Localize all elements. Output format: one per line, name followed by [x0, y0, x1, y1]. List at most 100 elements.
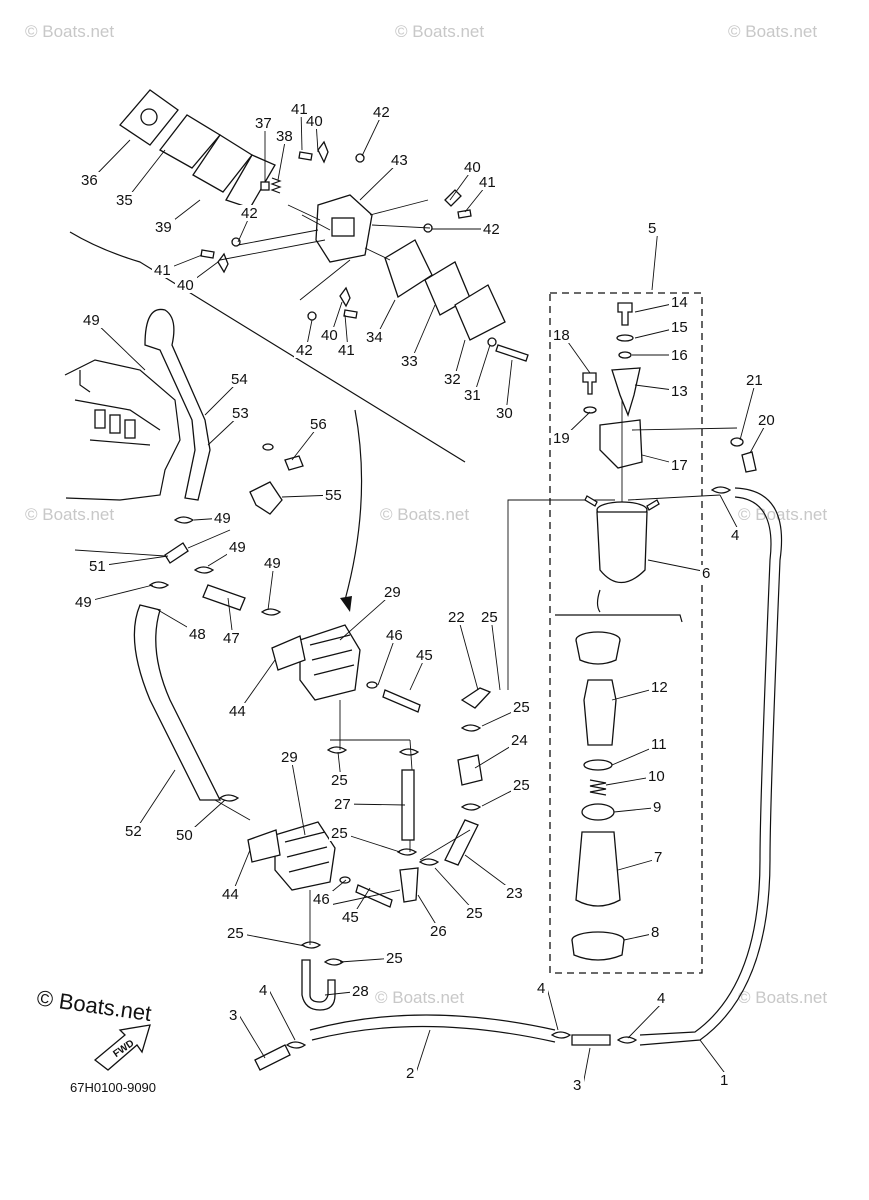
callout-leader-52 — [134, 769, 176, 832]
callout-bg — [669, 457, 691, 473]
callout-number-25: 25 — [386, 950, 403, 967]
callout-number-14: 14 — [671, 294, 688, 311]
callout-bg — [744, 372, 766, 388]
callout-number-29: 29 — [384, 584, 401, 601]
callout-number-33: 33 — [401, 353, 418, 370]
clip — [217, 252, 229, 274]
callout-bg — [649, 679, 671, 695]
callout-leader-3 — [582, 1047, 591, 1086]
callout-leader-4 — [546, 987, 559, 1031]
callout-leader-25 — [236, 932, 306, 947]
callout-bg — [404, 1065, 417, 1081]
callout-bg — [73, 594, 95, 610]
callout-number-5: 5 — [648, 220, 656, 237]
clamp — [300, 941, 322, 949]
washer — [487, 337, 497, 347]
callout-number-36: 36 — [81, 172, 98, 189]
callout-leader-44 — [238, 659, 276, 712]
callout-number-10: 10 — [648, 768, 665, 785]
callout-bg — [442, 371, 464, 387]
callout-number-29: 29 — [281, 749, 298, 766]
boats-net-logo: © Boats.net — [35, 985, 153, 1026]
watermark: © Boats.net — [738, 505, 827, 524]
screw — [298, 151, 313, 161]
callout-number-1: 1 — [720, 1072, 728, 1089]
callout-bg — [230, 405, 252, 421]
callout-number-52: 52 — [125, 823, 142, 840]
clamp — [396, 848, 418, 856]
pump-rear-cover — [454, 284, 506, 341]
bolt — [617, 302, 633, 326]
callout-number-9: 9 — [653, 799, 661, 816]
assembly-guide-lines — [219, 199, 431, 301]
callout-leader-51 — [98, 555, 169, 567]
bracket — [249, 481, 283, 515]
callout-leader-4 — [268, 989, 296, 1041]
u-hose — [301, 959, 336, 1011]
callout-number-37: 37 — [255, 115, 272, 132]
clamp — [326, 746, 348, 754]
callout-bg — [535, 980, 548, 996]
callout-number-54: 54 — [231, 371, 248, 388]
watermark: © Boats.net — [728, 22, 817, 41]
callout-bg — [212, 510, 234, 526]
callout-number-3: 3 — [229, 1007, 237, 1024]
callout-leader-22 — [457, 616, 479, 691]
callout-bg — [462, 159, 484, 175]
assembly-guide-lines — [214, 799, 251, 821]
callout-bg — [494, 405, 516, 421]
assembly-guide-lines — [309, 700, 471, 945]
callout-number-24: 24 — [511, 732, 528, 749]
screw — [457, 209, 472, 219]
callout-bg — [504, 885, 526, 901]
callout-bg — [253, 115, 275, 131]
clamp — [460, 724, 482, 732]
callout-bg — [511, 699, 533, 715]
callout-bg — [479, 609, 501, 625]
callout-number-19: 19 — [553, 430, 570, 447]
callout-bg — [225, 925, 247, 941]
callout-bg — [384, 950, 406, 966]
callout-number-38: 38 — [276, 128, 293, 145]
callout-bg — [123, 823, 145, 839]
filter-bracket — [611, 367, 641, 417]
clip — [444, 189, 462, 207]
callout-number-47: 47 — [223, 630, 240, 647]
engine-outline — [64, 359, 181, 501]
callout-number-8: 8 — [651, 924, 659, 941]
fuel-hose — [639, 487, 783, 1046]
callout-bg — [227, 539, 249, 555]
callout-number-41: 41 — [154, 262, 171, 279]
callout-bg — [227, 1007, 240, 1023]
washer — [616, 334, 634, 342]
callout-number-25: 25 — [513, 699, 530, 716]
seal-ring — [583, 759, 613, 771]
callout-number-40: 40 — [306, 113, 323, 130]
breather-hose — [144, 308, 211, 501]
callout-number-35: 35 — [116, 192, 133, 209]
callout-number-11: 11 — [651, 736, 667, 753]
callout-leader-30 — [505, 359, 513, 414]
callout-number-22: 22 — [448, 609, 465, 626]
nut — [307, 311, 317, 321]
callout-number-12: 12 — [651, 679, 668, 696]
callout-number-49: 49 — [83, 312, 100, 329]
callout-bg — [323, 487, 345, 503]
callout-number-42: 42 — [241, 205, 258, 222]
callout-bg — [756, 412, 778, 428]
callout-number-21: 21 — [746, 372, 763, 389]
callout-bg — [509, 732, 531, 748]
clip — [339, 286, 351, 308]
short-hose — [202, 584, 246, 611]
callout-number-6: 6 — [702, 565, 710, 582]
callout-number-49: 49 — [214, 510, 231, 527]
callout-bg — [319, 327, 341, 343]
callout-bg — [289, 101, 311, 117]
callout-bg — [340, 909, 362, 925]
callout-number-2: 2 — [406, 1065, 414, 1082]
watermark: © Boats.net — [375, 988, 464, 1007]
filter-cap — [575, 631, 621, 665]
callout-bg — [399, 353, 421, 369]
callout-number-32: 32 — [444, 371, 461, 388]
callout-bg — [371, 104, 393, 120]
